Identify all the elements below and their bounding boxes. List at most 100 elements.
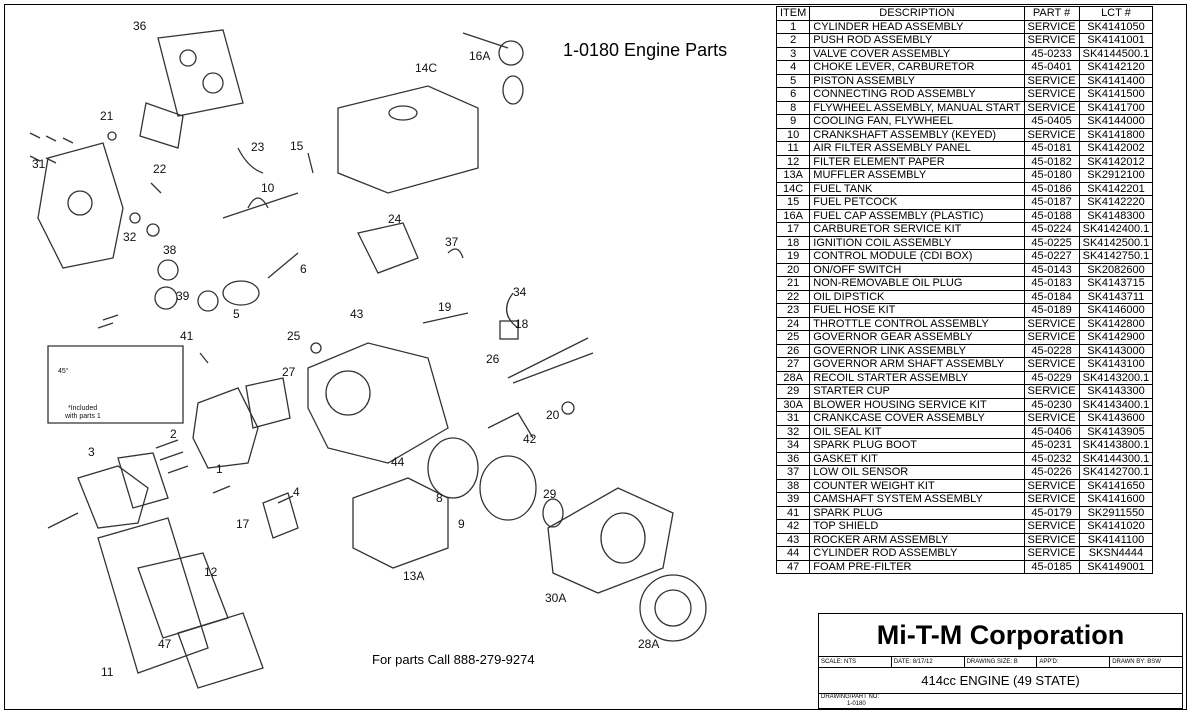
lct-number-cell: SK4142400.1 [1078, 222, 1154, 237]
callout-19: 19 [438, 300, 452, 314]
lct-number-cell: SK4143000 [1078, 343, 1154, 358]
callout-5: 5 [233, 307, 240, 321]
description-cell: CHOKE LEVER, CARBURETOR [809, 60, 1025, 75]
callout-37: 37 [445, 235, 459, 249]
scale-field: SCALE: NTS [819, 657, 892, 667]
lct-number-cell: SK4141800 [1078, 127, 1154, 142]
lct-number-cell: SK4141400 [1078, 73, 1154, 88]
lct-number-cell: SK4143400.1 [1078, 397, 1154, 412]
item-cell: 8 [775, 100, 811, 115]
description-cell: ROCKER ARM ASSEMBLY [809, 532, 1025, 547]
recoil-starter-part [639, 574, 707, 642]
lct-number-cell: SK2082600 [1078, 262, 1154, 277]
description-cell: THROTTLE CONTROL ASSEMBLY [809, 316, 1025, 331]
part-number-cell: 45-0182 [1023, 154, 1080, 169]
part-number-cell: 45-0226 [1023, 465, 1080, 480]
item-cell: 23 [775, 303, 811, 318]
part-number-cell: SERVICE [1023, 100, 1080, 115]
description-cell: PISTON ASSEMBLY [809, 73, 1025, 88]
part-number-cell: 45-0184 [1023, 289, 1080, 304]
drawing-part-label: DRAWING/PART NO: [821, 694, 880, 700]
item-cell: 2 [775, 33, 811, 48]
foam-prefilter-part [177, 612, 264, 689]
callout-25: 25 [287, 329, 301, 343]
description-cell: STARTER CUP [809, 384, 1025, 399]
description-cell: FOAM PRE-FILTER [809, 559, 1025, 574]
lct-number-cell: SK4141050 [1078, 19, 1154, 34]
lct-number-cell: SK4141100 [1078, 532, 1154, 547]
part-number-cell: SERVICE [1023, 478, 1080, 493]
callout-6: 6 [300, 262, 307, 276]
callout-32: 32 [123, 230, 137, 244]
description-cell: COOLING FAN, FLYWHEEL [809, 114, 1025, 129]
part-number-cell: 45-0225 [1023, 235, 1080, 250]
part-number-cell: SERVICE [1023, 411, 1080, 426]
description-cell: RECOIL STARTER ASSEMBLY [809, 370, 1025, 385]
callout-2: 2 [170, 427, 177, 441]
lct-number-cell: SK4142201 [1078, 181, 1154, 196]
callout-47: 47 [158, 637, 172, 651]
drawn-by-field: DRAWN BY: BSW [1112, 659, 1161, 665]
callout-3: 3 [88, 445, 95, 459]
gasket-kit-part [157, 29, 244, 117]
item-cell: 31 [775, 411, 811, 426]
table-header-row: ITEM DESCRIPTION PART # LCT # [775, 6, 1154, 21]
lct-number-cell: SKSN4444 [1078, 546, 1154, 561]
crankcase-cover-part [37, 142, 124, 269]
callout-27: 27 [282, 365, 296, 379]
callout-17: 17 [236, 517, 250, 531]
item-cell: 4 [775, 60, 811, 75]
lct-number-cell: SK4148300 [1078, 208, 1154, 223]
item-cell: 25 [775, 330, 811, 345]
callout-4: 4 [293, 485, 300, 499]
lct-number-cell: SK4143711 [1078, 289, 1154, 304]
item-cell: 19 [775, 249, 811, 264]
part-number-cell: SERVICE [1023, 532, 1080, 547]
lct-number-cell: SK4142220 [1078, 195, 1154, 210]
description-cell: VALVE COVER ASSEMBLY [809, 46, 1025, 61]
description-cell: FILTER ELEMENT PAPER [809, 154, 1025, 169]
part-number-cell: 45-0186 [1023, 181, 1080, 196]
lct-number-cell: SK4141650 [1078, 478, 1154, 493]
item-cell: 28A [775, 370, 811, 385]
callout-30A: 30A [545, 591, 566, 605]
callout-24: 24 [388, 212, 402, 226]
lct-number-cell: SK4142700.1 [1078, 465, 1154, 480]
diagram-svg: 36 21 31 22 32 38 39 23 15 10 16A 14C 24… [29, 19, 707, 689]
description-cell: CYLINDER ROD ASSEMBLY [809, 546, 1025, 561]
description-cell: FUEL PETCOCK [809, 195, 1025, 210]
item-cell: 42 [775, 519, 811, 534]
title-block: Mi-T-M Corporation SCALE: NTS DATE: 8/17… [818, 613, 1183, 709]
callout-8: 8 [436, 491, 443, 505]
callout-10: 10 [261, 181, 275, 195]
part-number-cell: 45-0181 [1023, 141, 1080, 156]
item-cell: 10 [775, 127, 811, 142]
part-number-cell: 45-0228 [1023, 343, 1080, 358]
description-cell: BLOWER HOUSING SERVICE KIT [809, 397, 1025, 412]
description-cell: CYLINDER HEAD ASSEMBLY [809, 19, 1025, 34]
description-cell: GOVERNOR ARM SHAFT ASSEMBLY [809, 357, 1025, 372]
callout-14C: 14C [415, 61, 437, 75]
item-cell: 27 [775, 357, 811, 372]
lct-number-cell: SK4143600 [1078, 411, 1154, 426]
callout-16A: 16A [469, 49, 490, 63]
lct-number-cell: SK4146000 [1078, 303, 1154, 318]
item-cell: 3 [775, 46, 811, 61]
item-cell: 26 [775, 343, 811, 358]
item-cell: 37 [775, 465, 811, 480]
description-cell: FUEL HOSE KIT [809, 303, 1025, 318]
